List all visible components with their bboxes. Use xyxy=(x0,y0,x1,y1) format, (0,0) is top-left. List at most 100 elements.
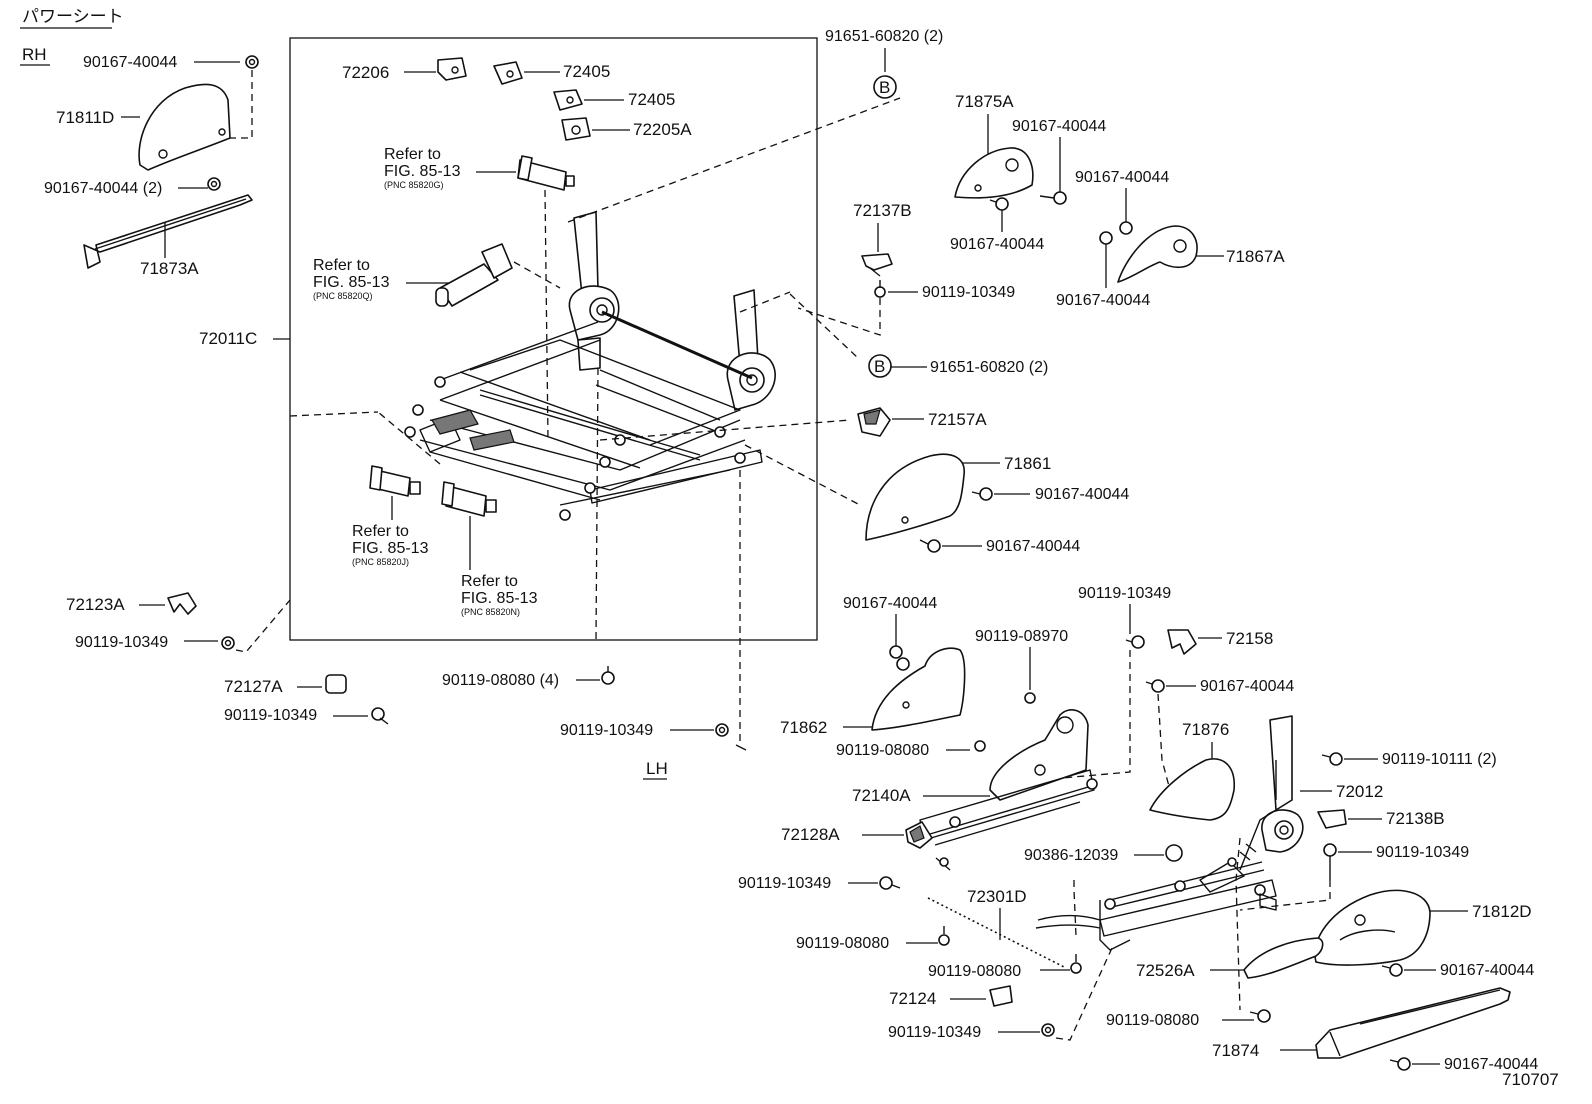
bolt-icon xyxy=(971,487,993,501)
label-71811D: 71811D xyxy=(56,108,114,127)
label-90167-40044-71875-b: 90167-40044 xyxy=(950,236,1044,253)
label-71862: 71862 xyxy=(780,718,827,737)
bolt-icon xyxy=(245,55,259,69)
bolt-icon xyxy=(896,657,910,671)
label-90119-10349-lower-a: 90119-10349 xyxy=(738,875,831,892)
label-90167-40044-2: 90167-40044 (2) xyxy=(44,180,162,197)
ref2-line2: FIG. 85-13 xyxy=(313,274,390,291)
ref3-line2: FIG. 85-13 xyxy=(352,540,429,557)
label-90167-40044-71861-a: 90167-40044 xyxy=(1035,486,1129,503)
label-72206: 72206 xyxy=(342,63,389,82)
figure-id: 710707 xyxy=(1502,1070,1559,1089)
seat-frame-assembly xyxy=(404,211,776,521)
bracket-72137B xyxy=(861,253,893,271)
label-72157A: 72157A xyxy=(928,410,987,429)
label-90167-40044-71812: 90167-40044 xyxy=(1440,962,1534,979)
label-72012: 72012 xyxy=(1336,782,1383,801)
bolt-icon xyxy=(601,666,615,685)
label-90119-08080-a: 90119-08080 xyxy=(836,742,929,759)
label-90167-40044-71861-b: 90167-40044 xyxy=(986,538,1080,555)
handle-72526A xyxy=(1243,937,1324,979)
clip-72405-b xyxy=(553,89,583,111)
bolt-icon xyxy=(938,926,950,946)
rail-cover-71874 xyxy=(1315,987,1511,1059)
label-91651-60820-top: 91651-60820 (2) xyxy=(825,28,943,45)
label-90119-10349-upper-r: 90119-10349 xyxy=(1078,585,1171,602)
label-71874: 71874 xyxy=(1212,1041,1259,1060)
label-71875A: 71875A xyxy=(955,92,1014,111)
label-72137B: 72137B xyxy=(853,201,912,220)
bolt-icon xyxy=(207,177,221,191)
bolt-icon xyxy=(919,539,941,553)
clip-72405-a xyxy=(493,61,523,85)
motor-85820G xyxy=(517,155,575,191)
bolt-icon xyxy=(1039,191,1067,205)
ref2-line1: Refer to xyxy=(313,257,370,274)
bolt-icon xyxy=(715,723,729,737)
cover-71861 xyxy=(865,453,965,541)
bolt-icon xyxy=(879,876,901,890)
bolt-icon xyxy=(1119,221,1133,235)
ref2-pnc: (PNC 85820Q) xyxy=(313,291,373,301)
label-90119-10349-lower-b: 90119-10349 xyxy=(888,1024,981,1041)
label-72158: 72158 xyxy=(1226,629,1273,648)
label-90167-40044-71874: 90167-40044 xyxy=(1444,1056,1538,1073)
title-jp: パワーシート xyxy=(22,7,124,26)
bolt-icon xyxy=(889,645,903,659)
cover-71876 xyxy=(1149,758,1235,821)
lh-label: LH xyxy=(646,759,668,778)
label-90119-10349-left: 90119-10349 xyxy=(75,634,168,651)
clip-72158 xyxy=(1167,629,1197,655)
bolt-icon xyxy=(1070,954,1082,974)
seat-cover-71811D xyxy=(138,83,231,171)
label-72123A: 72123A xyxy=(66,595,125,614)
bolt-icon xyxy=(989,197,1009,211)
label-90167-40044-71862: 90167-40044 xyxy=(843,595,937,612)
label-90167-40044-71867-b: 90167-40044 xyxy=(1056,292,1150,309)
cover-71812D xyxy=(1314,889,1431,966)
label-72405-b: 72405 xyxy=(628,90,675,109)
bolt-icon xyxy=(221,636,235,650)
label-72526A: 72526A xyxy=(1136,961,1195,980)
label-72127A: 72127A xyxy=(224,677,283,696)
label-72301D: 72301D xyxy=(967,887,1027,906)
label-71873A: 71873A xyxy=(140,259,199,278)
label-90119-10349-right: 90119-10349 xyxy=(1376,844,1469,861)
bolt-icon xyxy=(1323,843,1337,880)
label-90167-40044-71867-a: 90167-40044 xyxy=(1075,169,1169,186)
ref3-pnc: (PNC 85820J) xyxy=(352,557,409,567)
bolt-icon xyxy=(1249,1009,1271,1023)
label-71861: 71861 xyxy=(1004,454,1051,473)
label-72124: 72124 xyxy=(889,989,936,1008)
cap-72127A xyxy=(325,674,347,694)
label-72128A: 72128A xyxy=(781,825,840,844)
track-assembly-72012 xyxy=(1035,715,1304,951)
label-90119-10349-72137: 90119-10349 xyxy=(922,284,1015,301)
label-72011C: 72011C xyxy=(199,329,257,348)
bolt-icon xyxy=(1381,963,1403,977)
label-72205A: 72205A xyxy=(633,120,692,139)
label-91651-60820-mid: 91651-60820 (2) xyxy=(930,359,1048,376)
label-90167-40044-71875-a: 90167-40044 xyxy=(1012,118,1106,135)
label-90119-10349-left2: 90119-10349 xyxy=(224,707,317,724)
motor-85820N xyxy=(441,481,497,517)
bolt-icon xyxy=(974,740,986,752)
cap-90386-12039 xyxy=(1165,844,1183,862)
bolt-icon xyxy=(1041,1023,1055,1037)
cover-71867A xyxy=(1117,225,1198,283)
motor-85820Q xyxy=(435,243,513,307)
circle-b-top: B xyxy=(879,78,890,97)
label-90167-40044-top-left: 90167-40044 xyxy=(83,54,177,71)
rail-cover-71873A xyxy=(83,194,253,269)
label-90386-12039: 90386-12039 xyxy=(1024,847,1118,864)
ref1-pnc: (PNC 85820G) xyxy=(384,180,444,190)
ref3-line1: Refer to xyxy=(352,523,409,540)
clip-72123A xyxy=(167,592,197,615)
label-90167-40044-72158: 90167-40044 xyxy=(1200,678,1294,695)
clip-72205A xyxy=(561,117,591,141)
bolt-icon xyxy=(1145,679,1165,693)
bolt-icon xyxy=(1125,635,1145,649)
label-71876: 71876 xyxy=(1182,720,1229,739)
